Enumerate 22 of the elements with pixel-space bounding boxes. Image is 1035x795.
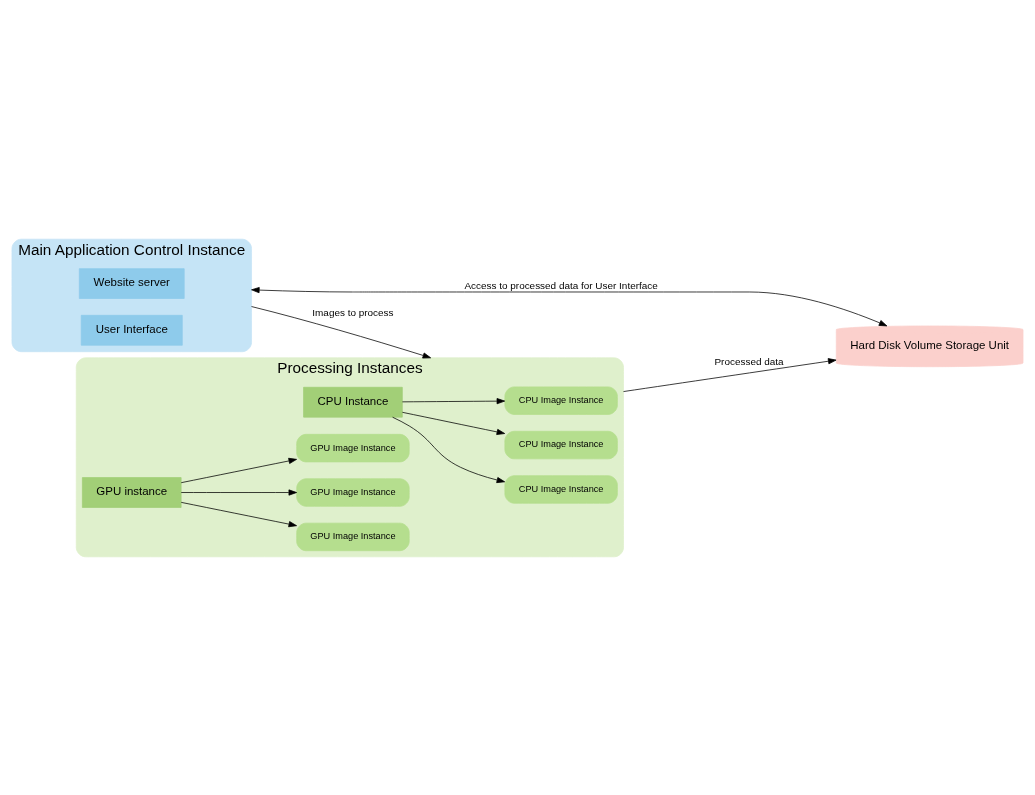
arrow	[251, 286, 888, 326]
arrow	[402, 397, 506, 404]
arrow	[180, 457, 297, 483]
node-box: User Interface	[80, 314, 183, 346]
node-box: GPU instance	[82, 476, 182, 508]
node-box: CPU Image Instance	[504, 386, 618, 415]
arrow	[623, 357, 837, 392]
node-box: GPU Image Instance	[296, 433, 410, 462]
node-box: Website server	[78, 267, 185, 299]
node-box: GPU Image Instance	[296, 522, 410, 551]
node-box: CPU Image Instance	[504, 474, 618, 504]
arrow	[180, 488, 297, 496]
node-box: CPU Instance	[303, 386, 403, 417]
arrow	[251, 305, 432, 358]
node-box: CPU Image Instance	[504, 430, 618, 459]
arrow	[402, 411, 506, 435]
edge-label: Images to process	[312, 306, 394, 318]
arrow	[392, 416, 506, 483]
node-box: GPU Image Instance	[296, 477, 410, 507]
edge-label: Processed data	[714, 355, 784, 367]
arrow	[180, 501, 297, 527]
edge-label: Access to processed data for User Interface	[464, 279, 658, 291]
